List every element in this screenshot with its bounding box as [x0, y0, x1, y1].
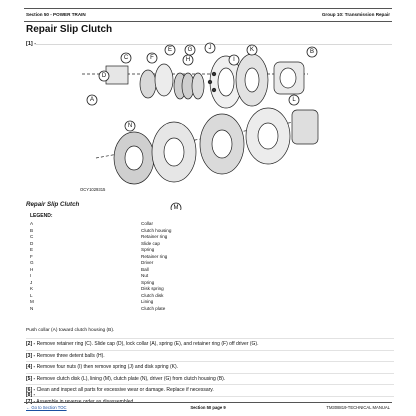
page-number: Section 50 page 9 — [190, 405, 226, 410]
svg-text:J: J — [209, 45, 212, 51]
hub-part — [291, 109, 319, 145]
slide-cap-part — [154, 63, 174, 97]
legend-heading: LEGEND: — [30, 213, 53, 219]
step-item: [7] - Assemble in reverse order as disas… — [26, 395, 394, 408]
callout-G: G — [184, 44, 196, 56]
svg-text:K: K — [250, 47, 254, 53]
step-item: [4] - Remove four nuts (I) then remove s… — [26, 361, 394, 373]
callout-H: H — [182, 54, 194, 66]
group-label: Group 10: Transmission Repair — [321, 12, 390, 17]
step-1-label: [1] - — [26, 41, 37, 47]
page-title: Repair Slip Clutch — [26, 24, 113, 35]
callout-D: D — [98, 70, 110, 82]
callout-A: A — [86, 94, 98, 106]
svg-text:H: H — [186, 57, 190, 63]
svg-text:F: F — [150, 55, 154, 61]
step-item: [6] - Clean and inspect all parts for ex… — [26, 384, 394, 396]
retainer-ring-part — [139, 69, 157, 99]
callout-L: L — [288, 94, 300, 106]
section-label: Section 50 - POWER TRAIN — [26, 12, 86, 17]
callout-B: B — [306, 46, 318, 58]
callout-I: I — [228, 54, 240, 66]
section-toc-link[interactable]: ← Go to Section TOC — [26, 405, 67, 410]
callout-J: J — [204, 42, 216, 54]
footer-divider — [24, 402, 392, 403]
svg-text:B: B — [310, 49, 314, 55]
figure-id: OCY1029315 — [80, 187, 106, 192]
callout-E: E — [164, 44, 176, 56]
svg-text:D: D — [102, 73, 107, 79]
callout-N: N — [124, 120, 136, 132]
step-item: [5] - Remove clutch disk (L), lining (M)… — [26, 372, 394, 385]
step-item: [3] - Remove three detent balls (H). — [26, 349, 394, 362]
svg-text:I: I — [233, 57, 235, 63]
svg-text:L: L — [292, 97, 296, 103]
figure-caption: Repair Slip Clutch — [26, 201, 80, 208]
svg-text:M: M — [174, 205, 179, 210]
svg-text:A: A — [90, 97, 94, 103]
callout-K: K — [246, 44, 258, 56]
step-list: [2] - Remove retainer ring (C). Slide ca… — [26, 338, 394, 407]
callout-C: C — [120, 52, 132, 64]
step-item: [8] - — [26, 392, 36, 398]
instruction-text: Push collar (A) toward clutch housing (B… — [26, 328, 115, 333]
manual-id: TM308819-TECHNICAL MANUAL — [326, 405, 390, 410]
svg-text:E: E — [168, 47, 172, 53]
callout-M: M — [170, 202, 182, 210]
step-item: [2] - Remove retainer ring (C). Slide ca… — [26, 338, 394, 350]
page-header: Section 50 - POWER TRAIN Group 10: Trans… — [24, 8, 392, 22]
exploded-diagram: A B C D E F G H I J K L M N — [82, 42, 319, 210]
svg-text:G: G — [188, 47, 193, 53]
svg-text:N: N — [128, 123, 132, 129]
callout-F: F — [146, 52, 158, 64]
svg-text:C: C — [124, 55, 129, 61]
